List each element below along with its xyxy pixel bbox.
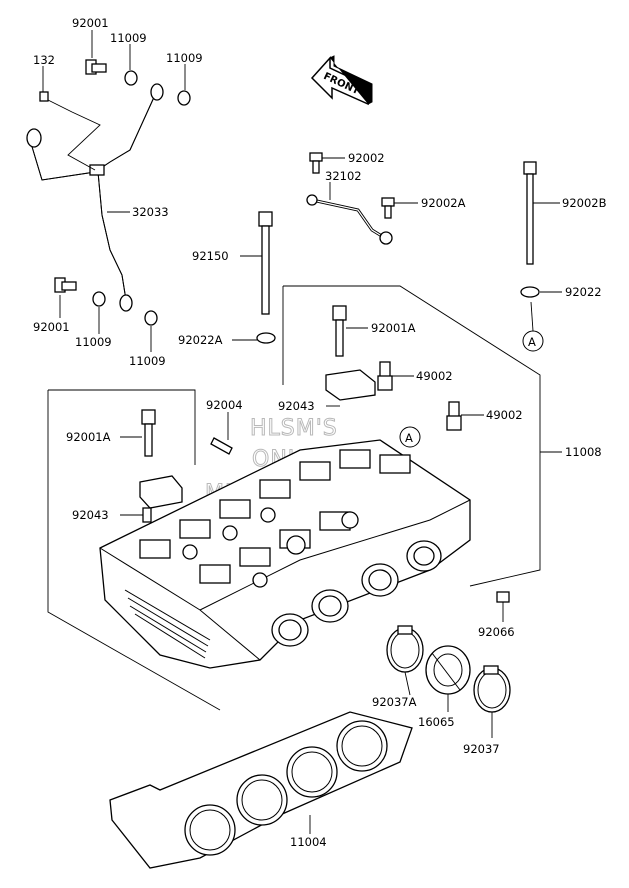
holder-16065	[425, 645, 471, 695]
fitting-49002-a	[377, 361, 393, 391]
label-92022: 92022	[565, 285, 602, 299]
washer-92022A	[256, 332, 276, 344]
label-92002: 92002	[348, 151, 385, 165]
label-92001-top: 92001	[72, 16, 109, 30]
callout-a-head: A	[399, 426, 421, 448]
bolt-92001-low	[54, 277, 77, 293]
cylinder-head-group-outline	[47, 285, 541, 711]
label-92022A: 92022A	[178, 333, 223, 347]
label-49002-a: 49002	[416, 369, 453, 383]
label-92001-low: 92001	[33, 320, 70, 334]
dowel-92043	[142, 507, 152, 523]
label-92066: 92066	[478, 625, 515, 639]
label-11004: 11004	[290, 835, 327, 849]
washer-11009-d	[144, 310, 158, 326]
label-32033: 32033	[132, 205, 169, 219]
label-92037: 92037	[463, 742, 500, 756]
washer-92022	[520, 286, 540, 298]
bolt-92002	[309, 152, 323, 174]
washer-11009-c	[92, 291, 106, 307]
bolt-92002A	[381, 197, 395, 219]
stud-92150	[258, 211, 273, 315]
fitting-49002-b	[446, 401, 462, 431]
cap-92043-left	[139, 475, 183, 509]
bolt-92001A-upper	[332, 305, 347, 357]
label-92043-a: 92043	[278, 399, 315, 413]
callout-a-right-text: A	[528, 335, 536, 349]
label-92043-b: 92043	[72, 508, 109, 522]
head-gasket-11004	[109, 711, 413, 869]
label-92150: 92150	[192, 249, 229, 263]
label-32102: 32102	[325, 169, 362, 183]
callout-a-head-text: A	[405, 431, 413, 445]
clamp-92037	[473, 665, 511, 713]
label-16065: 16065	[418, 715, 455, 729]
bolt-92001-top	[85, 59, 107, 75]
part-labels: 92001 11009 11009 132 32033 92001 11009 …	[33, 16, 607, 849]
oil-pipe-32033	[26, 83, 164, 312]
label-92001A-a: 92001A	[371, 321, 416, 335]
washer-11009-a	[124, 70, 138, 86]
label-49002-b: 49002	[486, 408, 523, 422]
clamp-92037A	[386, 625, 424, 673]
label-11009-a: 11009	[110, 31, 147, 45]
label-92002B: 92002B	[562, 196, 607, 210]
label-92002A: 92002A	[421, 196, 466, 210]
label-11009-c: 11009	[75, 335, 112, 349]
front-arrow-icon: FRONT	[310, 55, 373, 106]
label-92037A: 92037A	[372, 695, 417, 709]
label-92004: 92004	[206, 398, 243, 412]
label-92001A-b: 92001A	[66, 430, 111, 444]
label-11009-b: 11009	[166, 51, 203, 65]
bolt-92002B	[523, 161, 537, 265]
cylinder-head-11008	[99, 439, 471, 669]
watermark-line-1: HLSM'S	[250, 416, 338, 441]
leader-lines	[42, 30, 562, 834]
plug-92066	[496, 591, 510, 603]
bolt-132	[39, 91, 49, 102]
pipe-32102	[306, 194, 393, 245]
cap-92043-upper	[325, 369, 376, 401]
label-11008: 11008	[565, 445, 602, 459]
stud-92004	[210, 437, 233, 455]
bolt-92001A-left	[141, 409, 156, 457]
label-11009-d: 11009	[129, 354, 166, 368]
callout-a-right: A	[522, 301, 544, 352]
washer-11009-b	[177, 90, 191, 106]
label-132: 132	[33, 53, 55, 67]
